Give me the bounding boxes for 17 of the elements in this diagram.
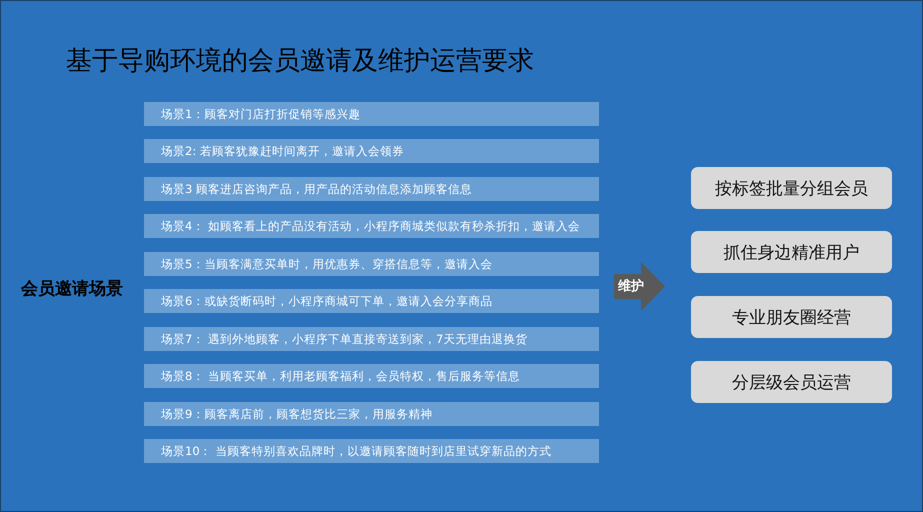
scenario-bar: 场景7： 遇到外地顾客，小程序下单直接寄送到家，7天无理由退换货	[144, 327, 599, 351]
scenario-bar: 场景6：或缺货断码时，小程序商城可下单，邀请入会分享商品	[144, 289, 599, 313]
scenario-bar: 场景1：顾客对门店打折促销等感兴趣	[144, 102, 599, 126]
goal-box: 专业朋友圈经营	[691, 296, 892, 338]
scenario-bar: 场景10： 当顾客特别喜欢品牌时，以邀请顾客随时到店里试穿新品的方式	[144, 439, 599, 463]
section-label: 会员邀请场景	[21, 277, 123, 300]
title: 基于导购环境的会员邀请及维护运营要求	[66, 45, 534, 78]
goal-box: 分层级会员运营	[691, 361, 892, 403]
scenario-bar: 场景3 顾客进店咨询产品，用产品的活动信息添加顾客信息	[144, 177, 599, 201]
scenario-bar: 场景9：顾客离店前，顾客想货比三家，用服务精神	[144, 402, 599, 426]
goal-box: 按标签批量分组会员	[691, 167, 892, 209]
block-arrow: 维护	[614, 262, 665, 311]
scenario-bar: 场景5：当顾客满意买单时，用优惠券、穿搭信息等，邀请入会	[144, 252, 599, 276]
scenario-bar: 场景4： 如顾客看上的产品没有活动，小程序商城类似款有秒杀折扣，邀请入会	[144, 214, 599, 238]
scenario-bar: 场景8： 当顾客买单，利用老顾客福利，会员特权，售后服务等信息	[144, 364, 599, 388]
goal-box: 抓住身边精准用户	[691, 231, 892, 273]
scenario-bar: 场景2: 若顾客犹豫赶时间离开，邀请入会领券	[144, 139, 599, 163]
